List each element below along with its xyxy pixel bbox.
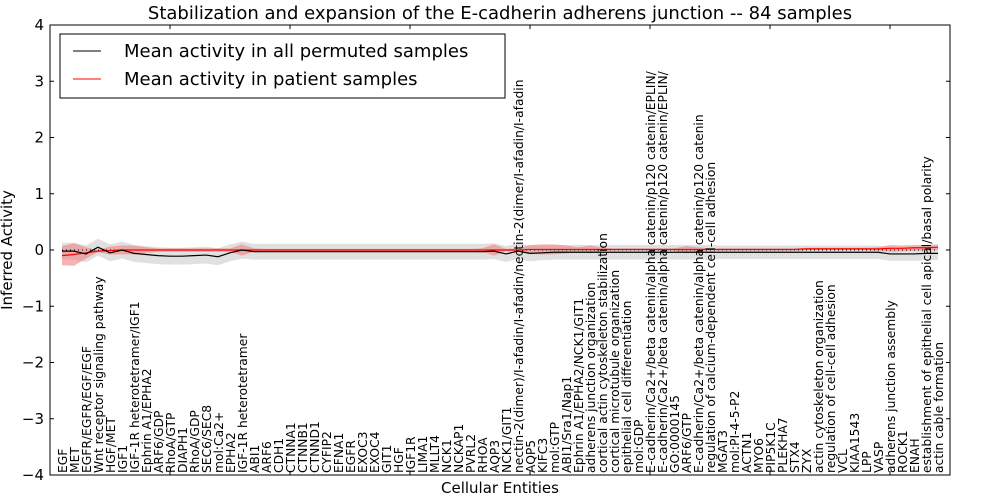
x-tick-label: ENAH (908, 438, 922, 473)
x-tick-label: PVRL2 (464, 434, 478, 473)
x-tick-label: mol:GDP (632, 420, 646, 473)
y-tick-label: 1 (34, 185, 44, 203)
line-permuted (62, 246, 938, 258)
x-tick-label: PIP5K1C (764, 422, 778, 473)
x-tick-label: CTNNA1 (284, 422, 298, 473)
x-tick-label: VASP (872, 442, 886, 473)
y-axis-label: Inferred Activity (0, 190, 16, 310)
y-tick-label: 2 (34, 129, 44, 147)
x-tick-label: epithelial cell differentiation (620, 301, 634, 473)
y-ticks: 4 3 2 1 0 −1 −2 −3 −4 (22, 16, 950, 484)
x-tick-label: NCKAP1 (452, 424, 466, 473)
x-tick-label: HGF/MET (104, 417, 118, 473)
x-tick-label: ARF6 (260, 441, 274, 473)
x-tick-label: ABI1/Sra1/Nap1 (560, 376, 574, 473)
x-tick-label: IGF-1R heterotetramer/IGF1 (128, 301, 142, 473)
x-tick-label: ABI1 (248, 445, 262, 473)
x-tick-label: LIMA1 (416, 436, 430, 473)
y-tick-label: 3 (34, 72, 44, 90)
x-tick-label: VCL (836, 449, 850, 473)
x-tick-label: KIFC3 (536, 438, 550, 473)
x-tick-label: E-cadherin/Ca2+/beta catenin/alpha caten… (692, 114, 706, 473)
x-tick-label: STX4 (788, 441, 802, 473)
x-tick-label: regulation of calcium-dependent cell-cel… (704, 162, 718, 473)
x-tick-label: CYFIP2 (320, 431, 334, 473)
x-tick-label: EGF (56, 449, 70, 473)
x-tick-label: EXOC4 (368, 431, 382, 473)
x-tick-label: EXOC3 (356, 432, 370, 474)
x-tick-label: mol:GTP (548, 422, 562, 473)
x-tick-label: PLEKHA7 (776, 417, 790, 473)
y-tick-label: 0 (34, 241, 44, 259)
x-tick-label: IGF-1R heterotetramer (236, 333, 250, 473)
x-tick-label: ARF6/GDP (152, 411, 166, 473)
x-tick-label: DIAPH1 (176, 427, 190, 473)
y-tick-label: 4 (34, 16, 44, 34)
x-tick-label: adherens junction assembly (884, 300, 898, 473)
x-tick-label: E-cadherin/Ca2+/beta catenin/alpha caten… (656, 70, 670, 473)
x-tick-label: regulation of cell-cell adhesion (824, 284, 838, 473)
x-axis-label: Cellular Entities (441, 479, 559, 497)
x-tick-label: adherens junction organization (584, 282, 598, 473)
x-tick-label: RHOA (476, 437, 490, 473)
axes-frame (49, 24, 951, 476)
x-tick-label: ZYX (800, 448, 814, 473)
x-tick-label: ARF6/GTP (680, 413, 694, 473)
x-tick-label: Ephrin A1/EPHA2 (140, 368, 154, 473)
x-tick-label: GIT1 (380, 445, 394, 474)
y-tick-label: −4 (22, 466, 44, 484)
x-tick-label: SEC6/SEC8 (200, 405, 214, 473)
x-tick-label: LPP (860, 451, 874, 473)
x-tick-label: CTNNB1 (296, 422, 310, 473)
x-tick-label: RhoA/GTP (164, 413, 178, 473)
x-tick-label: Wnt receptor signaling pathway (92, 276, 106, 473)
legend-label-permuted: Mean activity in all permuted samples (124, 41, 468, 62)
x-tick-label: nectin-2(dimer)/I-afadin/I-afadin/nectin… (512, 80, 526, 474)
x-tick-label: establishment of epithelial cell apical/… (920, 156, 934, 473)
x-tick-label: CTNND1 (308, 421, 322, 473)
y-tick-label: −2 (22, 354, 44, 372)
x-tick-label: EGFR (344, 440, 358, 473)
legend-label-patient: Mean activity in patient samples (124, 69, 418, 90)
x-tick-label: AQP3 (488, 440, 502, 473)
legend: Mean activity in all permuted samples Me… (59, 33, 506, 99)
x-tick-label: mol:PI-4-5-P2 (728, 391, 742, 473)
x-tick-label: MLLT4 (428, 435, 442, 473)
x-tick-label: EFNA1 (332, 433, 346, 473)
x-tick-label: EGFR/EGFR/EGF/EGF (80, 346, 94, 473)
series-lines (61, 246, 939, 258)
x-tick-label: HGF (392, 447, 406, 473)
x-ticks (169, 25, 891, 475)
legend-box (59, 33, 506, 99)
x-tick-label: RhoA/GDP (188, 410, 202, 473)
x-tick-label: ACTN1 (740, 432, 754, 473)
x-tick-label: MGAT3 (716, 430, 730, 473)
x-tick-label: NCK1 (440, 439, 454, 473)
line-patient (61, 246, 939, 257)
x-tick-label: IGF1 (116, 445, 130, 473)
x-tick-label: EPHA2 (224, 432, 238, 473)
x-tick-label: E-cadherin/Ca2+/beta catenin/alpha caten… (644, 70, 658, 473)
x-tick-label: GO:0000145 (668, 395, 682, 473)
x-tick-label: actin cable formation (932, 342, 946, 473)
x-tick-label: CDH1 (272, 438, 286, 473)
x-tick-label: MYO6 (752, 438, 766, 473)
x-tick-label: actin cytoskeleton organization (812, 280, 826, 473)
x-tick-label: KIAA1543 (848, 413, 862, 473)
x-tick-label: NCK1/GIT1 (500, 407, 514, 473)
x-tick-label: IGF1R (404, 436, 418, 473)
x-tick-label: cortical microtubule organization (608, 270, 622, 473)
y-tick-label: −3 (22, 410, 44, 428)
x-tick-label: Ephrin A1/EPHA2/NCK1/GIT1 (572, 298, 586, 473)
y-tick-label: −1 (22, 297, 44, 315)
x-tick-label: MET (68, 447, 82, 473)
chart-title: Stabilization and expansion of the E-cad… (148, 3, 852, 24)
x-tick-label: cortical actin cytoskeleton stabilizatio… (596, 233, 610, 473)
x-tick-label: AQP5 (524, 440, 538, 473)
x-tick-label: ROCK1 (896, 430, 910, 473)
x-tick-label: mol:Ca2+ (212, 412, 226, 473)
